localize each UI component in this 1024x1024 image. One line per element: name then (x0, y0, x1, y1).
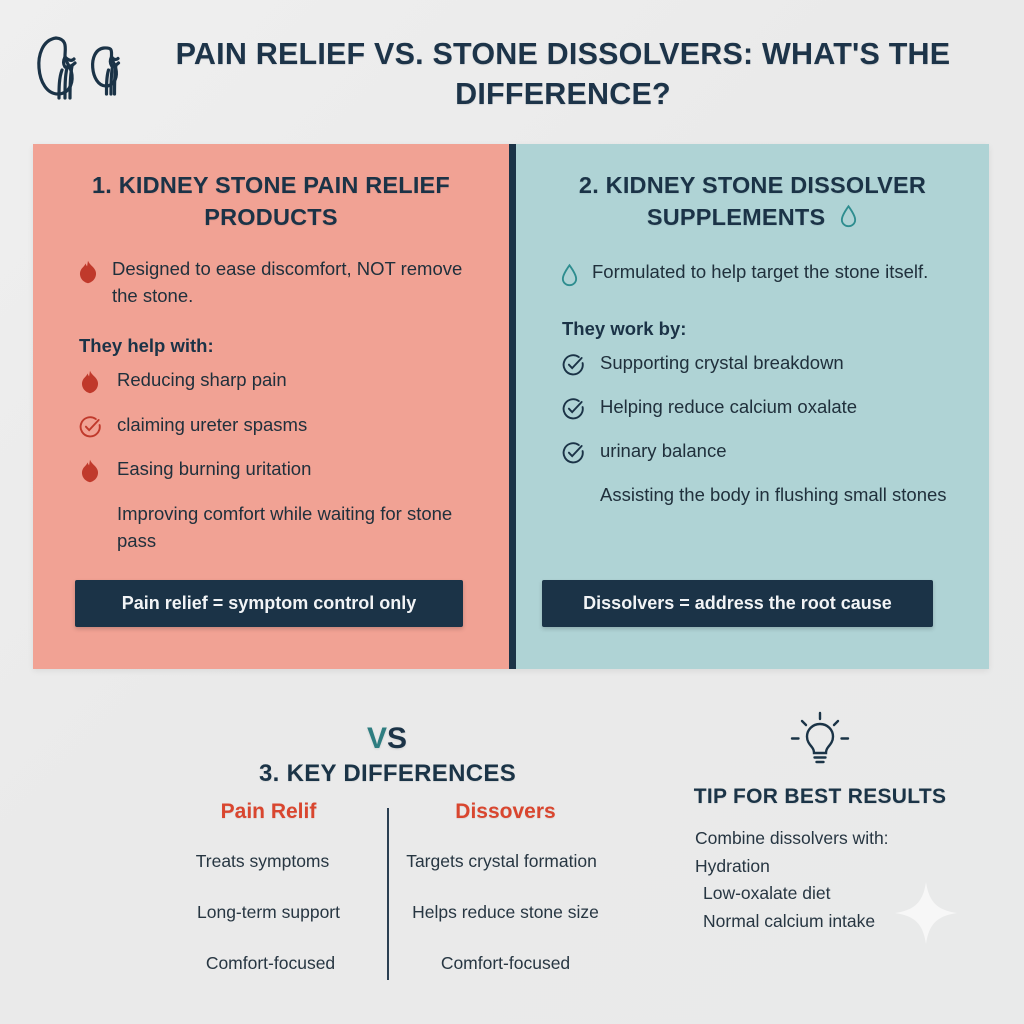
list-item-label: Helping reduce calcium oxalate (600, 396, 858, 418)
column-divider (387, 808, 389, 980)
panel-right-lead: Formulated to help target the stone itse… (540, 259, 965, 292)
vs-accent: V (366, 722, 387, 755)
panel-right-title: 2. KIDNEY STONE DISSOLVER SUPPLEMENTS (540, 170, 965, 236)
panel-left-lead-text: Designed to ease discomfort, NOT remove … (112, 258, 463, 306)
water-drop-icon (560, 263, 579, 292)
column-heading: Dissovers (455, 800, 556, 823)
flame-icon (79, 459, 105, 488)
tip-lines: Combine dissolvers with: Hydration Low-o… (655, 825, 985, 936)
list-item-label: Reducing sharp pain (117, 368, 287, 390)
tip-line: Low-oxalate diet (703, 883, 831, 904)
list-item: urinary balance (562, 438, 965, 469)
kidneys-icon (34, 30, 130, 102)
panel-left-banner: Pain relief = symptom control only (75, 580, 463, 627)
table-row: Comfort-focused (205, 952, 336, 973)
water-drop-icon (839, 204, 858, 237)
panel-right-subhead: They work by: (562, 318, 687, 340)
vs-label: VS (342, 722, 432, 756)
column-heading: Pain Relif (220, 800, 317, 823)
list-item: Helping reduce calcium oxalate (562, 394, 965, 425)
column-dissolvers: Dissovers Targets crystal formation Help… (387, 800, 624, 1000)
list-item-label: Supporting crystal breakdown (600, 352, 844, 374)
tip-line: Normal calcium intake (703, 910, 876, 931)
check-circle-icon (79, 415, 105, 443)
panel-pain-relief: 1. KIDNEY STONE PAIN RELIEF PRODUCTS Des… (33, 144, 509, 669)
table-row: Helps reduce stone size (412, 901, 599, 922)
flame-icon (77, 260, 99, 309)
check-circle-icon (562, 441, 588, 469)
panel-right-title-text: 2. KIDNEY STONE DISSOLVER SUPPLEMENTS (578, 172, 927, 230)
tip-line: Hydration (695, 855, 770, 876)
list-item: Supporting crystal breakdown (562, 350, 965, 381)
check-circle-icon (562, 353, 588, 381)
panel-dissolvers: 2. KIDNEY STONE DISSOLVER SUPPLEMENTS Fo… (516, 144, 989, 669)
list-item-label: Improving comfort while waiting for ston… (117, 502, 453, 551)
tip-block: TIP FOR BEST RESULTS Combine dissolvers … (655, 710, 985, 944)
check-circle-icon (562, 397, 588, 425)
comparison-panels: 1. KIDNEY STONE PAIN RELIEF PRODUCTS Des… (33, 144, 989, 669)
panel-left-subhead: They help with: (79, 334, 214, 356)
list-item-label: Assisting the body in flushing small sto… (600, 484, 947, 506)
vs-rest: S (387, 722, 408, 755)
bottom-section: VS 3. KEY DIFFERENCES Pain Relif Treats … (0, 690, 1024, 1024)
table-row: Targets crystal formation (406, 851, 597, 871)
list-item: claiming ureter spasms (79, 412, 485, 443)
key-differences-title: 3. KEY DIFFERENCES (258, 760, 516, 787)
flame-icon (79, 370, 105, 399)
list-item: Assisting the body in flushing small sto… (562, 482, 965, 509)
table-row: Long-term support (197, 901, 340, 922)
list-item-label: Easing burning uritation (117, 457, 312, 479)
panel-left-title: 1. KIDNEY STONE PAIN RELIEF PRODUCTS (92, 172, 450, 230)
panel-right-lead-text: Formulated to help target the stone itse… (592, 261, 929, 283)
tip-line: Combine dissolvers with: (695, 828, 889, 848)
header: PAIN RELIEF VS. STONE DISSOLVERS: WHAT'S… (0, 0, 1024, 140)
panel-left-lead: Designed to ease discomfort, NOT remove … (57, 256, 485, 309)
table-row: Treats symptoms (195, 851, 330, 871)
tip-title: TIP FOR BEST RESULTS (693, 785, 947, 808)
panel-left-list: Reducing sharp pain claiming ureter spas… (57, 367, 485, 555)
lightbulb-icon (655, 710, 985, 777)
list-item: Reducing sharp pain (79, 367, 485, 399)
page-title: PAIN RELIEF VS. STONE DISSOLVERS: WHAT'S… (175, 37, 951, 112)
list-item: Improving comfort while waiting for ston… (79, 501, 485, 555)
sparkle-icon (893, 880, 959, 951)
panel-divider (509, 144, 516, 669)
column-pain-relief: Pain Relif Treats symptoms Long-term sup… (150, 800, 387, 1000)
list-item: Easing burning uritation (79, 456, 485, 488)
table-row: Comfort-focused (440, 952, 571, 973)
panel-right-list: Supporting crystal breakdown Helping red… (540, 350, 965, 509)
key-differences-table: Pain Relif Treats symptoms Long-term sup… (150, 800, 626, 1000)
panel-right-banner: Dissolvers = address the root cause (542, 580, 933, 627)
list-item-label: claiming ureter spasms (117, 413, 308, 435)
list-item-label: urinary balance (600, 440, 727, 462)
